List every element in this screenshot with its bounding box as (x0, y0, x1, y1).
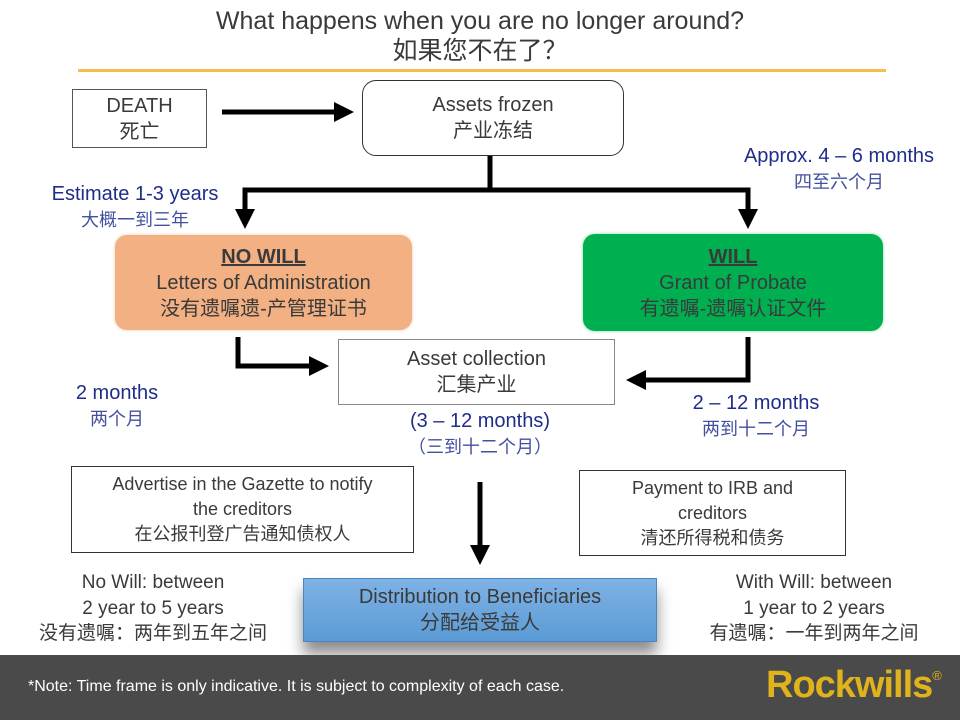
will-time-zh: 有遗嘱：一年到两年之间 (709, 623, 919, 644)
advertise-box: Advertise in the Gazette to notify the c… (71, 466, 414, 553)
will-time-l1: With Will: between (735, 572, 893, 593)
will-timeframe: With Will: between 1 year to 2 years 有遗嘱… (680, 570, 948, 647)
payment-box: Payment to IRB and creditors 清还所得税和债务 (579, 470, 846, 556)
estimate-label: Estimate 1-3 years 大概一到三年 (40, 181, 230, 233)
registered-mark: ® (932, 668, 942, 683)
approx-en: Approx. 4 – 6 months (743, 145, 935, 167)
will-heading: WILL (708, 245, 758, 268)
title-zh: 如果您不在了？ (392, 37, 568, 65)
no-will-en: Letters of Administration (156, 271, 371, 294)
frozen-zh: 产业冻结 (453, 120, 533, 142)
footer: *Note: Time frame is only indicative. It… (0, 655, 960, 720)
collection-zh: 汇集产业 (436, 374, 517, 396)
collection-dur-zh: （三到十二个月） (408, 437, 552, 457)
distribution-en: Distribution to Beneficiaries (358, 586, 602, 608)
advertise-en1: Advertise in the Gazette to notify (112, 474, 373, 494)
title-divider (78, 69, 886, 72)
no-will-box: NO WILL Letters of Administration 没有遗嘱遗-… (115, 235, 412, 330)
collection-en: Asset collection (407, 348, 546, 370)
arrow-will-to-collection (626, 337, 751, 390)
arrow-nowill-to-collection (235, 337, 329, 376)
approx-label: Approx. 4 – 6 months 四至六个月 (733, 143, 945, 195)
approx-zh: 四至六个月 (794, 172, 884, 192)
payment-en1: Payment to IRB and (631, 477, 794, 498)
footer-note: *Note: Time frame is only indicative. It… (28, 678, 565, 695)
death-en: DEATH (106, 94, 173, 117)
left-duration: 2 months 两个月 (62, 380, 172, 432)
no-will-time-zh: 没有遗嘱：两年到五年之间 (38, 623, 267, 644)
no-will-timeframe: No Will: between 2 year to 5 years 没有遗嘱：… (10, 570, 296, 647)
left-dur-en: 2 months (75, 382, 159, 404)
payment-zh: 清还所得税和债务 (640, 527, 785, 548)
frozen-en: Assets frozen (432, 94, 554, 116)
asset-collection-box: Asset collection 汇集产业 (338, 339, 615, 405)
will-zh: 有遗嘱-遗嘱认证文件 (639, 297, 827, 320)
estimate-zh: 大概一到三年 (81, 210, 189, 230)
death-box: DEATH 死亡 (72, 89, 207, 148)
assets-frozen-box: Assets frozen 产业冻结 (362, 80, 624, 156)
distribution-box: Distribution to Beneficiaries 分配给受益人 (303, 578, 657, 642)
no-will-time-l2: 2 year to 5 years (82, 597, 224, 619)
no-will-zh: 没有遗嘱遗-产管理证书 (160, 297, 367, 320)
collection-dur-en: (3 – 12 months) (409, 410, 551, 432)
rockwills-logo: Rockwills® (766, 664, 942, 707)
left-dur-zh: 两个月 (90, 409, 144, 429)
payment-en2: creditors (677, 502, 748, 523)
arrow-to-will (490, 187, 758, 229)
advertise-zh: 在公报刊登广告通知债权人 (134, 524, 351, 544)
will-en: Grant of Probate (659, 271, 807, 294)
no-will-time-l1: No Will: between (81, 572, 225, 593)
right-dur-en: 2 – 12 months (692, 392, 820, 414)
title-en: What happens when you are no longer arou… (215, 7, 745, 35)
brand-name: Rockwills (766, 664, 933, 706)
collection-duration: (3 – 12 months) （三到十二个月） (380, 408, 580, 460)
advertise-en2: the creditors (192, 499, 293, 519)
death-zh: 死亡 (119, 120, 160, 143)
distribution-zh: 分配给受益人 (420, 612, 540, 634)
page-title: What happens when you are no longer arou… (0, 6, 960, 66)
will-box: WILL Grant of Probate 有遗嘱-遗嘱认证文件 (583, 234, 883, 331)
estimate-en: Estimate 1-3 years (51, 183, 219, 205)
right-duration: 2 – 12 months 两到十二个月 (670, 390, 842, 442)
no-will-heading: NO WILL (221, 245, 306, 268)
arrow-to-nowill (235, 156, 493, 229)
right-dur-zh: 两到十二个月 (702, 419, 810, 439)
will-time-l2: 1 year to 2 years (743, 597, 885, 619)
